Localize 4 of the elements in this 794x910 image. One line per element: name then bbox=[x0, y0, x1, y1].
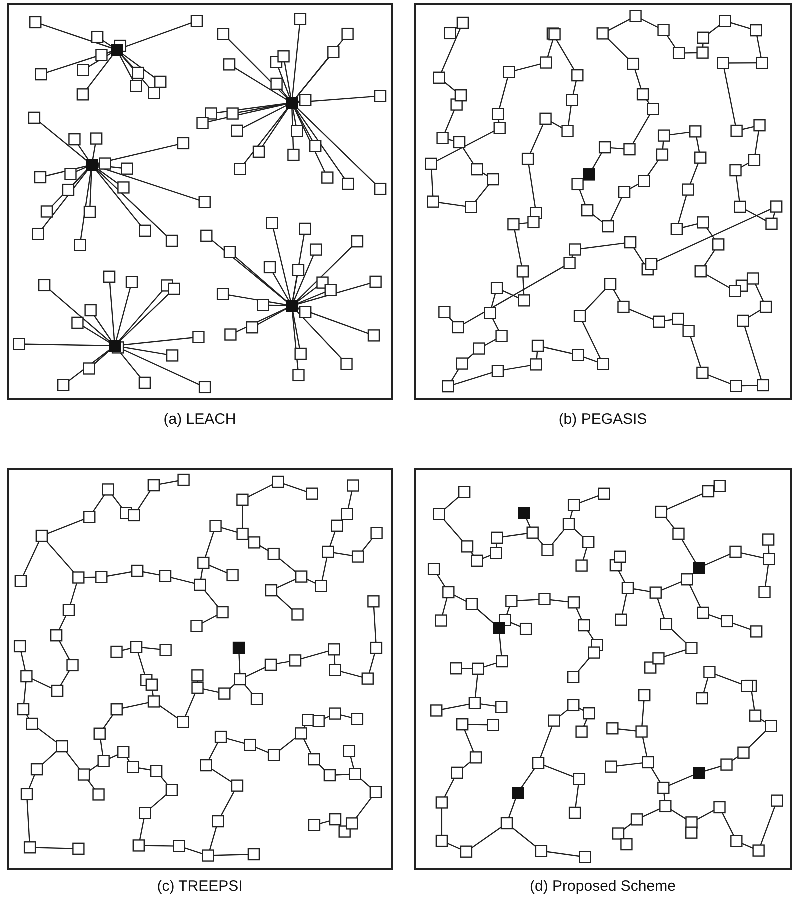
panel-caption: (c) TREEPSI bbox=[157, 878, 243, 895]
panel-caption: (a) LEACH bbox=[164, 411, 236, 428]
panel-caption: (d) Proposed Scheme bbox=[530, 878, 676, 895]
panel-caption: (b) PEGASIS bbox=[558, 411, 648, 428]
